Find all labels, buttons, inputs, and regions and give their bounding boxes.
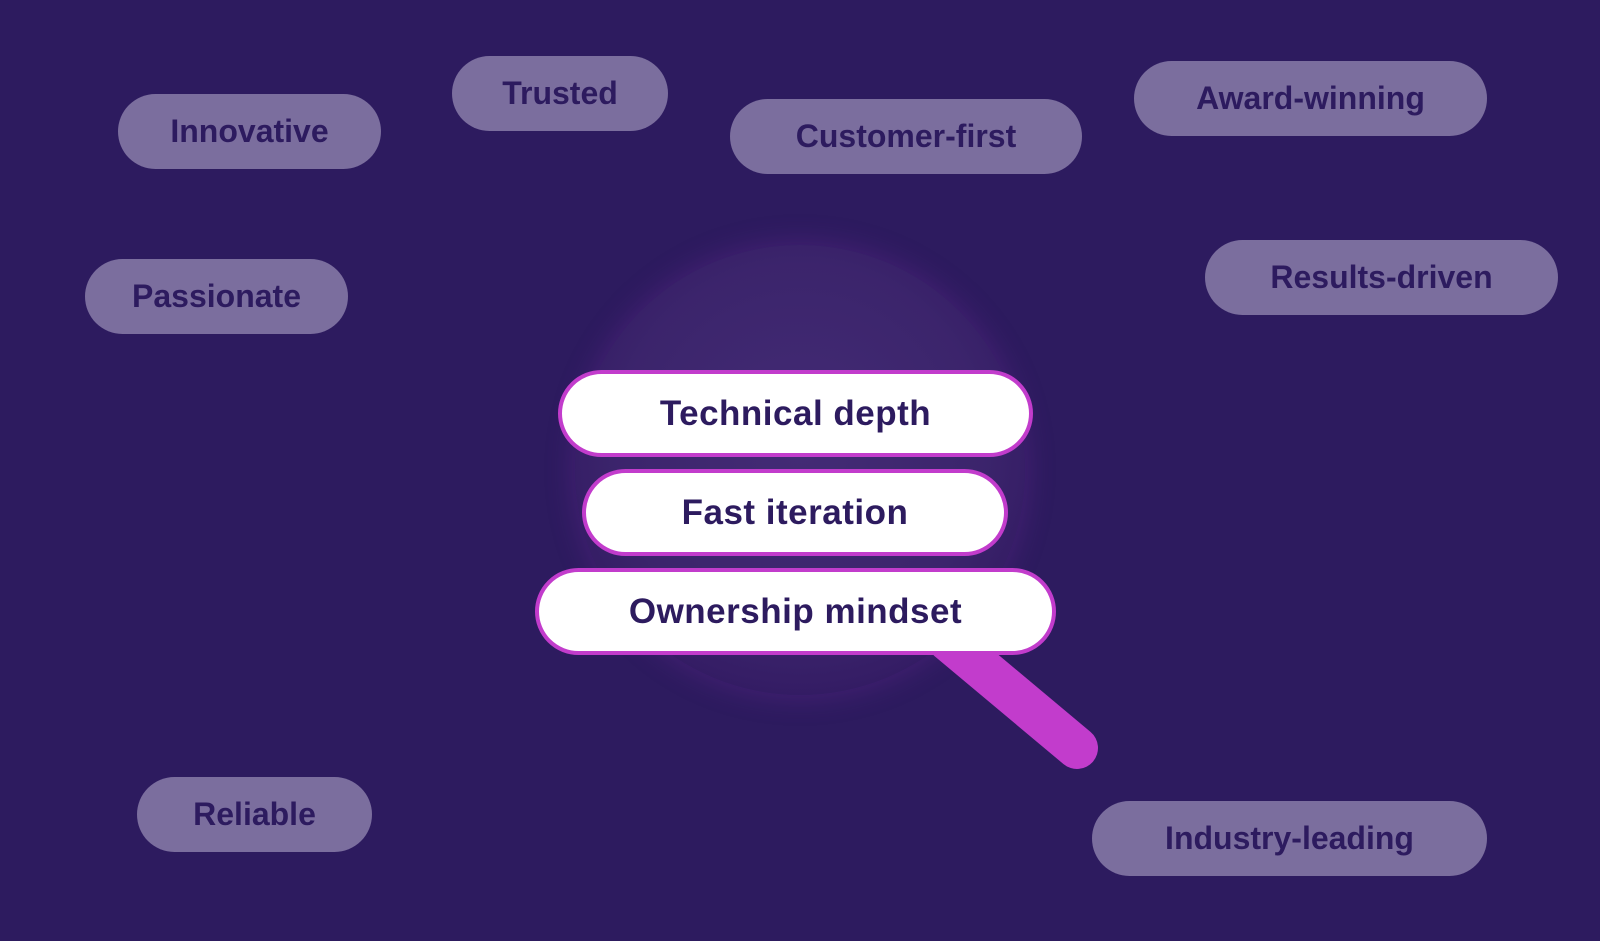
term-customer-first: Customer-first [730, 99, 1082, 174]
term-award-winning: Award-winning [1134, 61, 1487, 136]
term-technical-depth: Technical depth [558, 370, 1033, 457]
term-fast-iteration: Fast iteration [582, 469, 1008, 556]
term-trusted: Trusted [452, 56, 668, 131]
term-industry-leading: Industry-leading [1092, 801, 1487, 876]
term-ownership-mindset: Ownership mindset [535, 568, 1056, 655]
term-innovative: Innovative [118, 94, 381, 169]
term-reliable: Reliable [137, 777, 372, 852]
term-passionate: Passionate [85, 259, 348, 334]
term-results-driven: Results-driven [1205, 240, 1558, 315]
magnifying-glass-handle [927, 619, 1098, 769]
